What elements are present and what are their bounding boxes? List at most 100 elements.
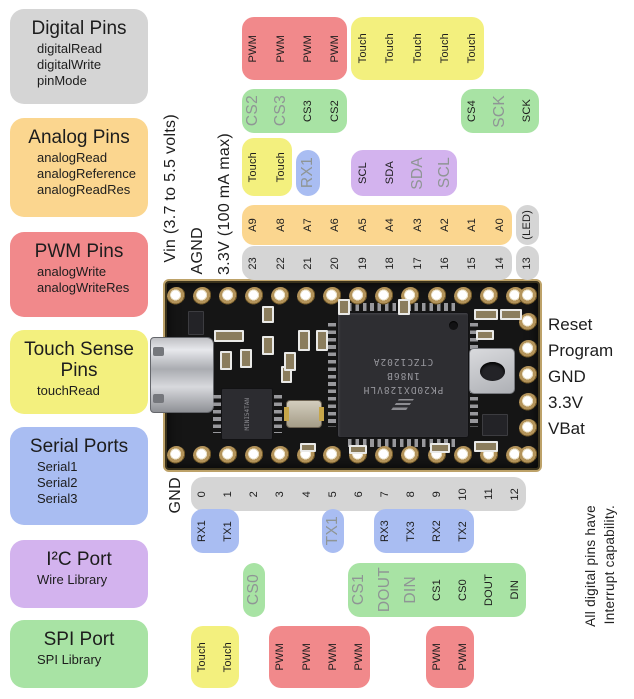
- pin-label: 12: [502, 477, 528, 511]
- pin-label: PWM: [346, 626, 372, 688]
- legend-item: analogWrite: [37, 264, 107, 279]
- usb-connector: [150, 337, 214, 413]
- pin-label-text: 15: [466, 256, 479, 270]
- pin-label-text: SCL: [435, 157, 453, 189]
- pin-label: 9: [424, 477, 450, 511]
- pin-hole: [323, 445, 343, 465]
- pin-label-text: A1: [466, 218, 479, 232]
- mcu-marking-line: PK20DX128VLH: [362, 384, 444, 395]
- usb-tab: [153, 394, 164, 403]
- pin-label: RX2: [424, 509, 450, 553]
- pin-label-text: PWM: [457, 643, 470, 671]
- pin-label-reset: Reset: [548, 315, 593, 334]
- reset-button: [469, 348, 515, 394]
- pin-label-text: A2: [438, 218, 451, 232]
- pin-label-group: RX1: [296, 150, 320, 196]
- pin-label-text: 4: [300, 490, 313, 498]
- pin-label: PWM: [320, 626, 346, 688]
- pin-label-text: 22: [274, 256, 287, 270]
- pin-hole: [453, 445, 473, 465]
- pin-label-text: CS2: [329, 100, 342, 122]
- smd-passive: [474, 441, 498, 452]
- smd-passive: [262, 306, 274, 323]
- pin-label-text: A8: [274, 218, 287, 232]
- pin-label: 19: [349, 246, 376, 280]
- pin-hole: [518, 366, 538, 385]
- pin-label-text: 2: [248, 490, 261, 498]
- pin-hole: [270, 286, 290, 306]
- pin-label-text: A3: [411, 218, 424, 232]
- pin-label-text: 23: [247, 256, 260, 270]
- pin-label: Touch: [267, 138, 294, 196]
- mcu-marking-line: 1N86B: [386, 370, 420, 381]
- pin-label: TX2: [450, 509, 476, 553]
- pin-hole: [192, 445, 212, 465]
- pin-label-text: PWM: [329, 34, 342, 63]
- legend-item: analogRead: [37, 150, 108, 165]
- pin-label-text: 5: [326, 490, 339, 498]
- pin-label-text: DIN: [509, 580, 522, 600]
- smd-passive: [430, 443, 450, 453]
- pin-label-text: 10: [457, 487, 470, 501]
- interrupt-note-line1: All digital pins have: [583, 505, 598, 627]
- pin-label-text: A5: [356, 218, 369, 232]
- pin1-dot: [449, 321, 458, 330]
- pin-label-text: Touch: [222, 641, 235, 673]
- pin-label-text: CS4: [466, 100, 479, 122]
- pin-label: CS3: [267, 89, 294, 133]
- pin-hole: [244, 445, 264, 465]
- pin-label: RX3: [372, 509, 398, 553]
- pin-label-text: TX1: [222, 520, 235, 542]
- pin-label-text: A6: [329, 218, 342, 232]
- smd-passive: [284, 352, 296, 371]
- pin-label: 10: [450, 477, 476, 511]
- pin-label-text: TX1: [323, 516, 341, 546]
- pin-label: SDA: [377, 150, 404, 196]
- legend-item: Wire Library: [37, 572, 108, 587]
- pin-label: PWM: [294, 17, 321, 80]
- pin-label: SCL: [431, 150, 458, 196]
- pin-label-text: Touch: [356, 33, 369, 64]
- mcu-chip: [337, 312, 469, 438]
- legend-item: touchRead: [37, 383, 100, 398]
- pin-label-agnd: AGND: [189, 227, 206, 275]
- pin-label-text: Touch: [384, 33, 397, 64]
- pin-label-vin: Vin (3.7 to 5.5 volts): [162, 114, 179, 263]
- pin-label-text: CS0: [457, 579, 470, 601]
- legend-title: SPI Port: [43, 629, 115, 650]
- pin-label: 8: [398, 477, 424, 511]
- pin-label: PWM: [240, 17, 267, 80]
- pin-label-vbat: VBat: [548, 419, 585, 438]
- legend-item: analogReference: [37, 166, 137, 181]
- smd-chip: [482, 414, 508, 436]
- pin-label-text: 20: [329, 256, 342, 270]
- usb-tab: [153, 347, 164, 356]
- pin-label-text: 7: [378, 490, 391, 498]
- pin-label: DOUT: [372, 563, 398, 617]
- pin-label: TX1: [215, 509, 241, 553]
- pin-label: 0: [189, 477, 215, 511]
- pin-label: 20: [322, 246, 349, 280]
- pin-label-text: 11: [483, 488, 496, 500]
- pin-label: A0: [486, 205, 513, 245]
- pin-label-text: CS3: [271, 95, 289, 127]
- pin-label: CS2: [322, 89, 349, 133]
- pin-hole: [518, 286, 538, 306]
- pin-label-text: 1: [222, 490, 235, 498]
- pin-label-text: SDA: [408, 156, 426, 190]
- pin-label-text: CS3: [301, 100, 314, 122]
- crystal-oscillator: [284, 400, 324, 428]
- pin-label: 16: [431, 246, 458, 280]
- smd-passive: [220, 351, 232, 370]
- pin-label: 15: [459, 246, 486, 280]
- pin-label-text: PWM: [274, 643, 287, 671]
- pin-label: CS1: [346, 563, 372, 617]
- pin-hole: [166, 286, 186, 306]
